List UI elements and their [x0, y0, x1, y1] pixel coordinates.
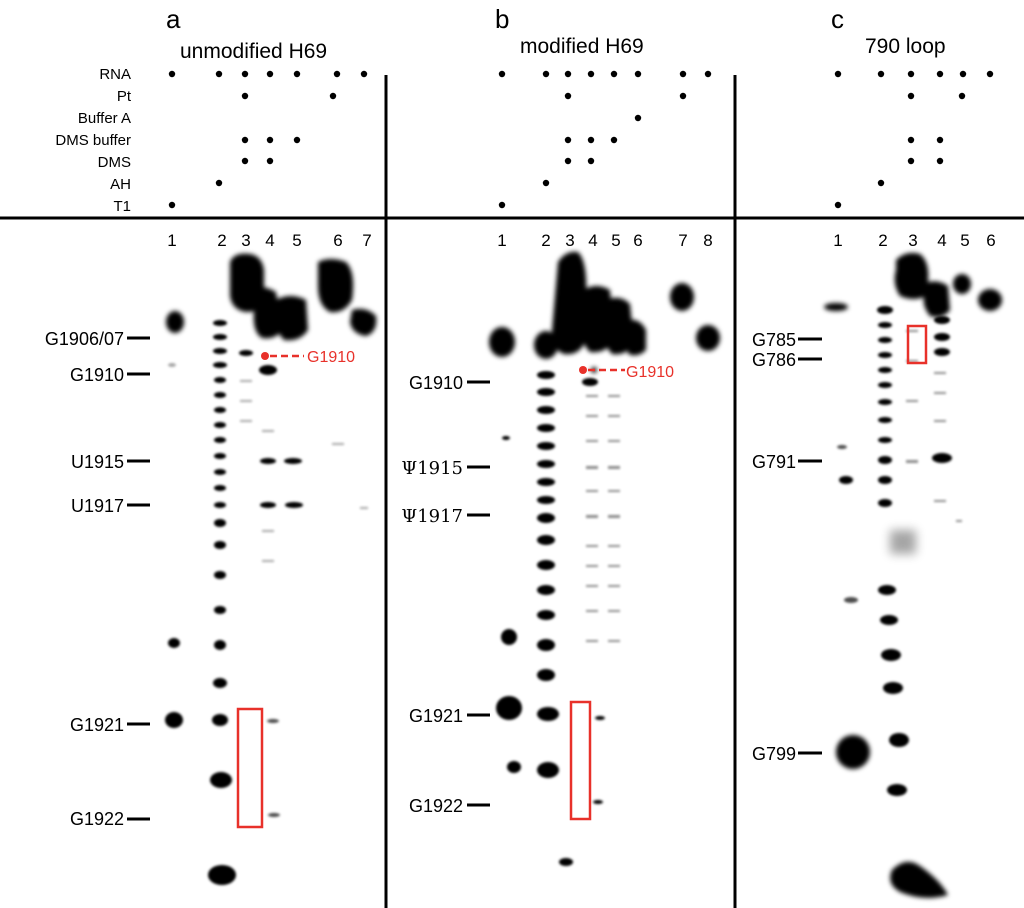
row-label-t1: T1 [113, 198, 131, 215]
panel-b-letter: b [495, 4, 509, 34]
row-label-rna: RNA [99, 66, 131, 83]
svg-text:5: 5 [611, 231, 620, 250]
band-label-g1922-a: G1922 [70, 809, 124, 829]
row-label-pt: Pt [117, 88, 132, 105]
svg-text:3: 3 [565, 231, 574, 250]
svg-text:2: 2 [217, 231, 226, 250]
svg-text:7: 7 [362, 231, 371, 250]
svg-text:2: 2 [541, 231, 550, 250]
band-label-psi1915: Ψ1915 [401, 458, 463, 479]
band-label-g1921-b: G1921 [409, 706, 463, 726]
row-label-dms: DMS [98, 154, 131, 171]
panel-a-title: unmodified H69 [180, 40, 327, 63]
band-labels-b: G1910 Ψ1915 Ψ1917 G1921 G1922 [401, 373, 490, 816]
annotation-label-g1910-a: G1910 [307, 349, 355, 366]
panel-b-title: modified H69 [520, 35, 644, 58]
svg-text:4: 4 [265, 231, 274, 250]
lane-numbers-c: 1 2 3 4 5 6 [833, 231, 995, 250]
band-label-g1921-a: G1921 [70, 715, 124, 735]
band-label-u1915: U1915 [71, 452, 124, 472]
band-label-g791: G791 [752, 452, 796, 472]
svg-text:2: 2 [878, 231, 887, 250]
highlight-box-b [569, 700, 592, 821]
highlight-box-c [906, 324, 928, 365]
svg-text:5: 5 [292, 231, 301, 250]
gel-a-bands [165, 253, 377, 885]
lane-numbers-a: 1 2 3 4 5 6 7 [167, 231, 371, 250]
band-labels-c: G785 G786 G791 G799 [752, 330, 822, 764]
row-label-dms-buffer: DMS buffer [55, 132, 131, 149]
band-label-g799: G799 [752, 744, 796, 764]
red-annotations: G1910 G1910 [236, 324, 928, 829]
band-labels-a: G1906/07 G1910 U1915 U1917 G1921 G1922 [45, 329, 150, 829]
svg-text:7: 7 [678, 231, 687, 250]
panel-c-letter: c [831, 4, 844, 34]
row-label-buffer-a: Buffer A [78, 110, 131, 127]
panel-a-letter: a [166, 4, 181, 34]
lane-numbers-b: 1 2 3 4 5 6 7 8 [497, 231, 712, 250]
band-label-g786: G786 [752, 350, 796, 370]
annotation-dot-b [579, 366, 587, 374]
svg-text:1: 1 [167, 231, 176, 250]
gel-c-bands [824, 252, 1002, 898]
band-label-g785: G785 [752, 330, 796, 350]
panel-c-title: 790 loop [865, 35, 946, 58]
svg-text:6: 6 [633, 231, 642, 250]
svg-text:6: 6 [986, 231, 995, 250]
svg-text:4: 4 [588, 231, 597, 250]
svg-text:5: 5 [960, 231, 969, 250]
svg-text:6: 6 [333, 231, 342, 250]
annotation-label-g1910-b: G1910 [626, 364, 674, 381]
band-label-u1917: U1917 [71, 496, 124, 516]
svg-text:8: 8 [703, 231, 712, 250]
svg-text:4: 4 [937, 231, 946, 250]
gel-b-bands [489, 251, 720, 866]
band-label-g1906-07: G1906/07 [45, 329, 124, 349]
svg-text:3: 3 [908, 231, 917, 250]
annotation-dot-a [261, 352, 269, 360]
highlight-box-a [236, 707, 264, 829]
band-label-psi1917: Ψ1917 [401, 506, 463, 527]
row-labels: RNA Pt Buffer A DMS buffer DMS AH T1 [55, 66, 131, 215]
svg-text:1: 1 [497, 231, 506, 250]
svg-text:1: 1 [833, 231, 842, 250]
condition-dots [168, 70, 994, 209]
band-label-g1910-b: G1910 [409, 373, 463, 393]
row-label-ah: AH [110, 176, 131, 193]
band-label-g1910-a: G1910 [70, 365, 124, 385]
svg-text:3: 3 [241, 231, 250, 250]
band-label-g1922-b: G1922 [409, 796, 463, 816]
